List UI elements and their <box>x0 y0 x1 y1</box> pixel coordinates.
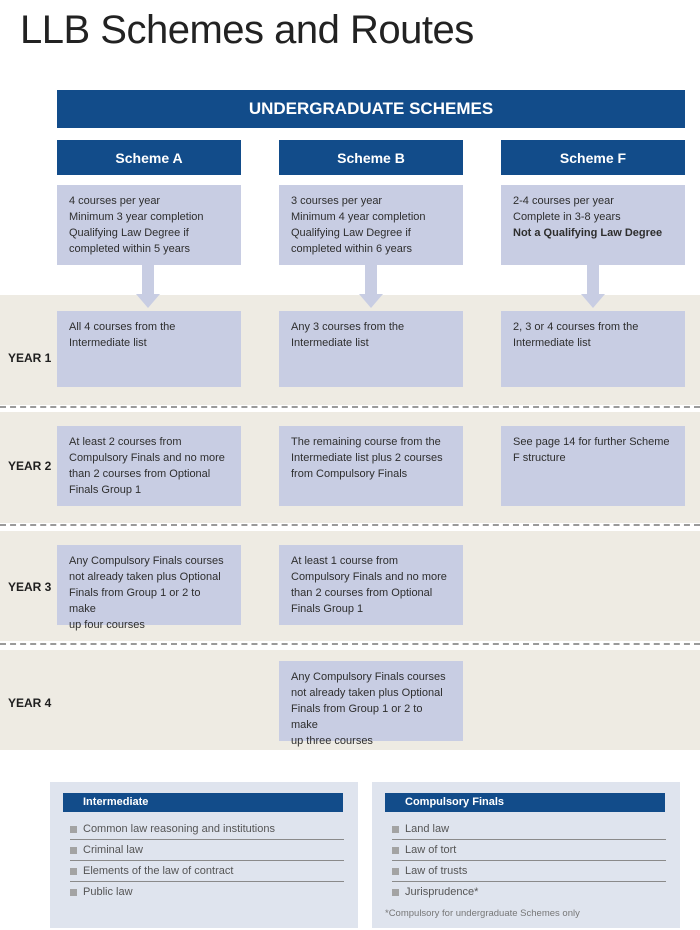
down-arrow-icon <box>136 264 160 310</box>
summary-line: 3 courses per year <box>291 195 383 207</box>
list-item-label: Law of trusts <box>405 864 468 877</box>
intermediate-list: Common law reasoning and institutions Cr… <box>70 819 344 903</box>
down-arrow-icon <box>359 264 383 310</box>
undergraduate-schemes-header: UNDERGRADUATE SCHEMES <box>57 90 685 128</box>
square-bullet-icon <box>70 889 77 896</box>
cell-line: 2, 3 or 4 courses from the <box>513 321 639 333</box>
year-1-label: YEAR 1 <box>8 351 52 365</box>
cell-line: Intermediate list plus 2 courses <box>291 452 443 464</box>
list-item: Common law reasoning and institutions <box>70 819 344 840</box>
summary-line: completed within 5 years <box>69 243 191 255</box>
year-2-label: YEAR 2 <box>8 459 52 473</box>
year-divider <box>0 406 700 408</box>
cell-line: not already taken plus Optional <box>69 571 221 583</box>
summary-line: 2-4 courses per year <box>513 195 614 207</box>
cell-line: Compulsory Finals and no more <box>69 452 225 464</box>
cell-line: up three courses <box>291 735 373 747</box>
list-item: Elements of the law of contract <box>70 861 344 882</box>
scheme-f-header: Scheme F <box>501 140 685 175</box>
cell-line: than 2 courses from Optional <box>69 468 211 480</box>
list-item: Public law <box>70 882 344 903</box>
summary-line: completed within 6 years <box>291 243 413 255</box>
year-divider <box>0 524 700 526</box>
cell-line: up four courses <box>69 619 145 631</box>
list-item-label: Elements of the law of contract <box>83 864 234 877</box>
summary-line: Not a Qualifying Law Degree <box>513 227 663 239</box>
year-2-scheme-f-cell: See page 14 for further Scheme F structu… <box>501 426 685 506</box>
list-item: Criminal law <box>70 840 344 861</box>
compulsory-footnote: *Compulsory for undergraduate Schemes on… <box>385 908 580 919</box>
summary-line: Minimum 4 year completion <box>291 211 426 223</box>
list-item: Jurisprudence* <box>392 882 666 903</box>
summary-line: 4 courses per year <box>69 195 161 207</box>
year-divider <box>0 643 700 645</box>
summary-line: Complete in 3-8 years <box>513 211 621 223</box>
square-bullet-icon <box>70 846 77 854</box>
cell-line: Finals Group 1 <box>291 603 364 615</box>
scheme-a-header: Scheme A <box>57 140 241 175</box>
square-bullet-icon <box>70 867 77 875</box>
square-bullet-icon <box>392 867 399 875</box>
list-item-label: Law of tort <box>405 843 457 856</box>
cell-line: Finals Group 1 <box>69 484 142 496</box>
compulsory-finals-panel: Compulsory Finals Land law Law of tort L… <box>372 782 680 928</box>
cell-line: than 2 courses from Optional <box>291 587 433 599</box>
summary-line: Qualifying Law Degree if <box>291 227 411 239</box>
cell-line: Any Compulsory Finals courses <box>69 555 224 567</box>
intermediate-header: Intermediate <box>63 793 343 812</box>
year-3-scheme-b-cell: At least 1 course from Compulsory Finals… <box>279 545 463 625</box>
square-bullet-icon <box>70 825 77 833</box>
intermediate-panel: Intermediate Common law reasoning and in… <box>50 782 358 928</box>
cell-line: Intermediate list <box>513 337 591 349</box>
square-bullet-icon <box>392 846 399 854</box>
cell-line: Finals from Group 1 or 2 to make <box>291 703 423 731</box>
year-2-scheme-a-cell: At least 2 courses from Compulsory Final… <box>57 426 241 506</box>
scheme-b-header: Scheme B <box>279 140 463 175</box>
cell-line: Intermediate list <box>291 337 369 349</box>
cell-line: The remaining course from the <box>291 436 441 448</box>
square-bullet-icon <box>392 825 399 833</box>
list-item-label: Land law <box>405 822 450 835</box>
year-1-scheme-b-cell: Any 3 courses from the Intermediate list <box>279 311 463 387</box>
scheme-b-summary: 3 courses per year Minimum 4 year comple… <box>279 185 463 265</box>
cell-line: See page 14 for further Scheme <box>513 436 670 448</box>
summary-line: Minimum 3 year completion <box>69 211 204 223</box>
cell-line: not already taken plus Optional <box>291 687 443 699</box>
square-bullet-icon <box>392 889 399 896</box>
year-2-scheme-b-cell: The remaining course from the Intermedia… <box>279 426 463 506</box>
cell-line: Any 3 courses from the <box>291 321 405 333</box>
cell-line: Compulsory Finals and no more <box>291 571 447 583</box>
cell-line: Any Compulsory Finals courses <box>291 671 446 683</box>
year-1-scheme-f-cell: 2, 3 or 4 courses from the Intermediate … <box>501 311 685 387</box>
compulsory-finals-header: Compulsory Finals <box>385 793 665 812</box>
year-4-scheme-b-cell: Any Compulsory Finals courses not alread… <box>279 661 463 747</box>
list-item-label: Common law reasoning and institutions <box>83 822 275 835</box>
cell-line: F structure <box>513 452 566 464</box>
cell-line: Intermediate list <box>69 337 147 349</box>
compulsory-finals-list: Land law Law of tort Law of trusts Juris… <box>392 819 666 903</box>
list-item-label: Criminal law <box>83 843 143 856</box>
cell-line: All 4 courses from the <box>69 321 176 333</box>
year-1-scheme-a-cell: All 4 courses from the Intermediate list <box>57 311 241 387</box>
page-title: LLB Schemes and Routes <box>20 8 474 52</box>
scheme-a-summary: 4 courses per year Minimum 3 year comple… <box>57 185 241 265</box>
year-3-label: YEAR 3 <box>8 580 52 594</box>
list-item: Law of trusts <box>392 861 666 882</box>
cell-line: from Compulsory Finals <box>291 468 408 480</box>
year-4-label: YEAR 4 <box>8 696 52 710</box>
cell-line: At least 1 course from <box>291 555 398 567</box>
list-item: Law of tort <box>392 840 666 861</box>
cell-line: At least 2 courses from <box>69 436 182 448</box>
summary-line: Qualifying Law Degree if <box>69 227 189 239</box>
list-item-label: Public law <box>83 886 133 898</box>
cell-line: Finals from Group 1 or 2 to make <box>69 587 201 615</box>
list-item-label: Jurisprudence* <box>405 886 479 898</box>
scheme-f-summary: 2-4 courses per year Complete in 3-8 yea… <box>501 185 685 265</box>
list-item: Land law <box>392 819 666 840</box>
down-arrow-icon <box>581 264 605 310</box>
year-3-scheme-a-cell: Any Compulsory Finals courses not alread… <box>57 545 241 631</box>
